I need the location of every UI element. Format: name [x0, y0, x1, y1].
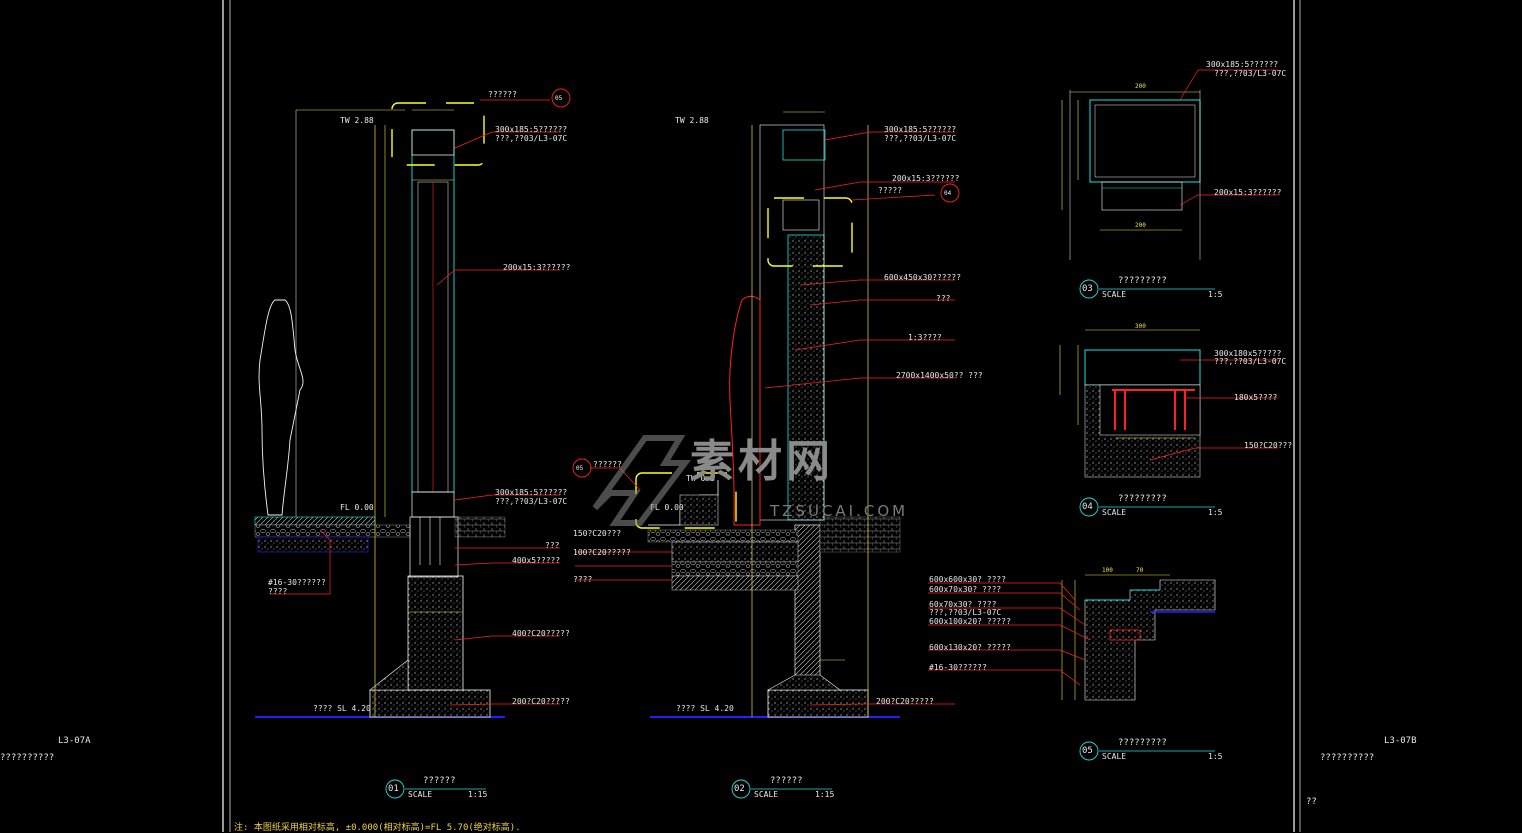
watermark-brand: 素材网 — [690, 436, 834, 487]
d3-callout-1: 300x185:5?????? — [1206, 60, 1279, 69]
svg-text:05: 05 — [555, 95, 563, 102]
d1-callout-2: ???,??03/L3-07C — [495, 134, 568, 143]
d1-elevation-tw: TW 2.88 — [340, 116, 374, 125]
d1-callout-4: 300x185:5?????? — [495, 488, 568, 497]
d1-elevation-fl: FL 0.00 — [340, 503, 374, 512]
d2-callout-5: 600x450x30?????? — [884, 273, 962, 282]
detail-02-section: 04 05 — [572, 111, 960, 718]
sheet-border-right-inner — [1299, 0, 1301, 832]
detail-01-section: 05 — [254, 88, 571, 718]
detail-05-section: 100 70 — [928, 567, 1216, 701]
detail-04-scale: 1:5 — [1208, 508, 1223, 517]
detail-01-scale: 1:15 — [468, 790, 488, 799]
d2-callout-4: ????? — [878, 186, 903, 195]
d2-callout-10: 150?C20??? — [573, 529, 622, 538]
right-sheet-code: L3-07B — [1384, 736, 1417, 746]
detail-01-number: 01 — [388, 784, 399, 794]
right-sheet-mark: ?? — [1306, 797, 1317, 807]
d2-callout-1: 300x185:5?????? — [884, 125, 957, 134]
d1-callout-6: ??? — [545, 541, 560, 550]
sheet-border-left — [222, 0, 224, 832]
d5-callout-3: 60x70x30? ???? — [929, 600, 997, 609]
detail-04-section: 300 — [1059, 323, 1278, 478]
d2-callout-6: ??? — [936, 294, 951, 303]
detail-01-title: ?????? — [423, 776, 456, 786]
detail-04-scale-label: SCALE — [1102, 508, 1127, 517]
detail-03-scale: 1:5 — [1208, 290, 1223, 299]
detail-04-title: ????????? — [1118, 494, 1167, 504]
detail-05-scale: 1:5 — [1208, 752, 1223, 761]
d1-callout-9: 200?C20????? — [512, 697, 570, 706]
d2-elevation-fl: FL 0.00 — [650, 503, 684, 512]
d5-callout-7: #16-30?????? — [929, 663, 987, 672]
left-sheet-title: ?????????? — [0, 753, 55, 763]
svg-text:200: 200 — [1135, 83, 1146, 90]
d2-callout-7: 1:3???? — [908, 333, 942, 342]
d2-callout-13: 200?C20????? — [876, 697, 934, 706]
d1-callout-5: ???,??03/L3-07C — [495, 497, 568, 506]
detail-01-scale-label: SCALE — [408, 790, 433, 799]
watermark-url: TZSUCAI.COM — [770, 502, 909, 520]
d2-elevation-sl: ???? SL 4.20 — [676, 704, 734, 713]
d5-callout-1: 600x600x30? ???? — [929, 575, 1007, 584]
d1-callout-10: #16-30?????? — [268, 578, 326, 587]
svg-text:100: 100 — [1102, 567, 1113, 574]
right-sheet-panel — [1300, 0, 1522, 832]
watermark-logo-icon — [592, 435, 691, 526]
svg-text:70: 70 — [1136, 567, 1144, 574]
detail-05-title: ????????? — [1118, 738, 1167, 748]
detail-02-scale-label: SCALE — [754, 790, 779, 799]
d1-callout-11: ???? — [268, 587, 288, 596]
d2-callout-2: ???,??03/L3-07C — [884, 134, 957, 143]
d2-callout-8: 2700x1400x50?? ??? — [896, 371, 983, 380]
d1-elevation-sl: ???? SL 4.20 — [313, 704, 371, 713]
detail-02-scale: 1:15 — [815, 790, 835, 799]
d5-callout-4: ???,??03/L3-07C — [929, 608, 1002, 617]
d4-callout-4: 150?C20??? — [1244, 441, 1293, 450]
d3-callout-2: ???,??03/L3-07C — [1214, 69, 1287, 78]
right-sheet-title: ?????????? — [1320, 753, 1375, 763]
d2-callout-12: ???? — [573, 575, 593, 584]
detail-05-scale-label: SCALE — [1102, 752, 1127, 761]
d2-elevation-tw2: TW 0.3 — [686, 474, 715, 483]
detail-05-number: 05 — [1082, 746, 1093, 756]
detail-title-markers — [385, 279, 1215, 799]
sheet-border-left-inner — [229, 0, 231, 832]
svg-text:04: 04 — [944, 190, 952, 197]
detail-03-section: 200 200 — [1061, 69, 1278, 260]
d1-callout-1: 300x185:5?????? — [495, 125, 568, 134]
general-note: 注: 本图纸采用相对标高, ±0.000(相对标高)=FL 5.70(绝对标高)… — [234, 823, 521, 833]
d1-callout-3: 200x15:3?????? — [503, 263, 571, 272]
d2-elevation-tw: TW 2.88 — [675, 116, 709, 125]
sheet-border-right — [1293, 0, 1295, 832]
left-sheet-code: L3-07A — [58, 736, 91, 746]
d4-callout-1: 300x180x5????? — [1214, 349, 1282, 358]
detail-04-number: 04 — [1082, 502, 1093, 512]
d2-callout-11: 100?C20????? — [573, 548, 631, 557]
d2-callout-3: 200x15:3?????? — [892, 174, 960, 183]
detail-03-scale-label: SCALE — [1102, 290, 1127, 299]
d4-callout-2: ???,??03/L3-07C — [1214, 357, 1287, 366]
left-sheet-panel — [0, 0, 222, 832]
detail-03-title: ????????? — [1118, 276, 1167, 286]
d1-ref-tag: ?????? — [488, 90, 517, 99]
d2-callout-9: ?????? — [593, 460, 622, 469]
d3-callout-3: 200x15:3?????? — [1214, 188, 1282, 197]
detail-03-number: 03 — [1082, 284, 1093, 294]
d5-callout-2: 600x70x30? ???? — [929, 585, 1002, 594]
svg-text:05: 05 — [576, 465, 584, 472]
d1-callout-8: 400?C20????? — [512, 629, 570, 638]
d1-callout-7: 400x5????? — [512, 556, 561, 565]
d5-callout-6: 600x130x20? ????? — [929, 643, 1011, 652]
svg-text:200: 200 — [1135, 222, 1146, 229]
detail-02-number: 02 — [734, 784, 745, 794]
svg-text:300: 300 — [1135, 323, 1146, 330]
d5-callout-5: 600x100x20? ????? — [929, 617, 1011, 626]
d4-callout-3: 180x5???? — [1234, 393, 1278, 402]
detail-02-title: ?????? — [770, 776, 803, 786]
